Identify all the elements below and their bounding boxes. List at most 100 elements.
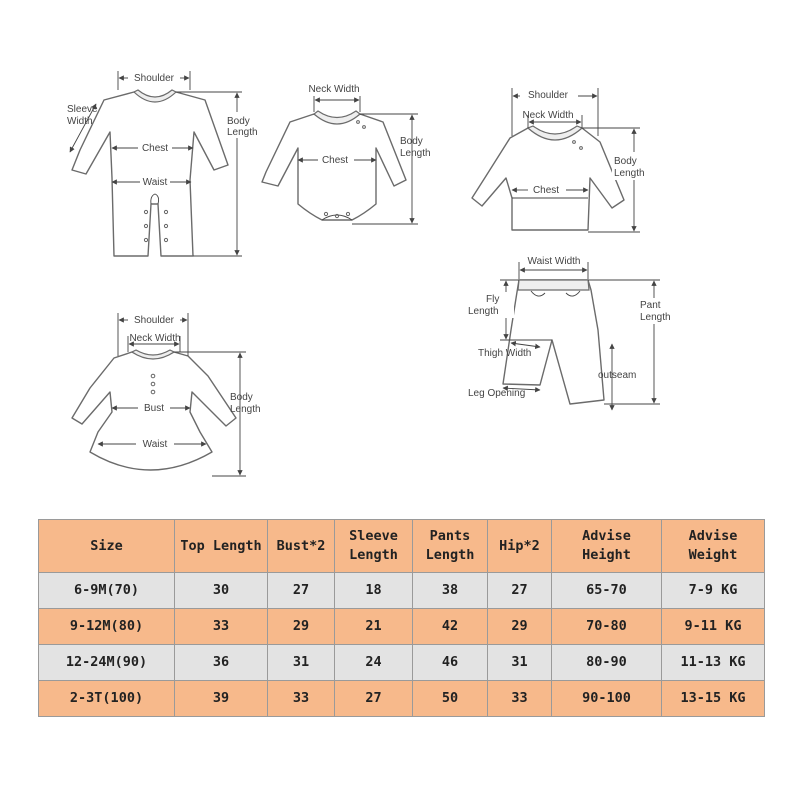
- sweatshirt-neck-width-label: Neck Width: [522, 110, 573, 121]
- dress-collar: [130, 349, 176, 360]
- sweatshirt-diagram: Shoulder Neck Width Chest Body Length: [471, 88, 646, 233]
- header-sleeve-length-line: Length: [349, 547, 398, 563]
- header-sleeve-length-line: Sleeve: [349, 528, 398, 544]
- dress-buttons: [150, 373, 156, 395]
- cell-hip: 27: [487, 572, 552, 609]
- header-pants-length-line: Length: [425, 547, 475, 563]
- pants-diagram: Waist Width Fly Length Pant Length Thigh…: [468, 256, 678, 411]
- pants-waistband: [517, 279, 590, 291]
- cell-bust: 29: [267, 608, 335, 645]
- pants-pant-length-label-2: Length: [640, 312, 671, 323]
- romper-sleeve-width-label-2: Width: [67, 116, 93, 127]
- pants-outseam-label: outseam: [598, 370, 636, 381]
- sweatshirt-chest-label: Chest: [533, 185, 559, 196]
- pants-leg-opening-label: Leg Opening: [468, 388, 525, 399]
- cell-sleeve-length: 21: [334, 608, 413, 645]
- cell-advise-weight: 9-11 KG: [661, 608, 765, 645]
- romper-chest-label: Chest: [142, 143, 168, 154]
- cell-advise-height: 80-90: [551, 644, 662, 681]
- cell-size: 9-12M(80): [38, 608, 175, 645]
- header-advise-weight-line: Advise: [688, 528, 738, 544]
- bodysuit-body: [261, 113, 407, 221]
- dress-diagram: Shoulder Neck Width Bust Waist Body Leng…: [71, 313, 261, 477]
- cell-bust: 27: [267, 572, 335, 609]
- dress-body-length-label-1: Body: [230, 392, 253, 403]
- bodysuit-neck-width-label: Neck Width: [308, 84, 359, 95]
- pants-waist-width-label: Waist Width: [528, 256, 581, 267]
- cell-sleeve-length: 18: [334, 572, 413, 609]
- dress-waist-label: Waist: [143, 439, 168, 450]
- romper-body-length-label-2: Length: [227, 127, 258, 138]
- romper-diagram: Shoulder Sleeve Width Chest Waist Body L…: [67, 71, 258, 257]
- cell-advise-height: 70-80: [551, 608, 662, 645]
- cell-advise-weight: 7-9 KG: [661, 572, 765, 609]
- dress-body-length-label-2: Length: [230, 404, 261, 415]
- cell-top-length: 36: [174, 644, 268, 681]
- pants-thigh-width-label: Thigh Width: [478, 348, 531, 359]
- header-size-line: Size: [90, 537, 123, 554]
- cell-top-length: 33: [174, 608, 268, 645]
- romper-body: [71, 91, 229, 257]
- romper-sleeve-width-label-1: Sleeve: [67, 104, 98, 115]
- romper-waist-label: Waist: [143, 177, 168, 188]
- sweatshirt-body-length-label-1: Body: [614, 156, 637, 167]
- dress-neck-width-label: Neck Width: [129, 333, 180, 344]
- bodysuit-collar: [313, 110, 361, 125]
- cell-hip: 33: [487, 680, 552, 717]
- pants-fly-length-label-1: Fly: [486, 294, 499, 305]
- header-top-length-line: Top Length: [180, 537, 262, 554]
- cell-advise-weight: 13-15 KG: [661, 680, 765, 717]
- cell-advise-weight: 11-13 KG: [661, 644, 765, 681]
- bodysuit-snaps: [323, 211, 351, 219]
- cell-pants-length: 42: [412, 608, 488, 645]
- sweatshirt-body: [471, 127, 625, 231]
- sweatshirt-body-length-label-2: Length: [614, 168, 645, 179]
- pants-pant-length-label-1: Pant: [640, 300, 661, 311]
- cell-pants-length: 46: [412, 644, 488, 681]
- bodysuit-body-length-label-1: Body: [400, 136, 423, 147]
- cell-hip: 31: [487, 644, 552, 681]
- header-advise-weight-line: Weight: [688, 547, 738, 563]
- cell-top-length: 30: [174, 572, 268, 609]
- dress-shoulder-label: Shoulder: [134, 315, 175, 326]
- bodysuit-chest-label: Chest: [322, 155, 348, 166]
- cell-advise-height: 65-70: [551, 572, 662, 609]
- cell-bust: 33: [267, 680, 335, 717]
- cell-pants-length: 50: [412, 680, 488, 717]
- cell-size: 2-3T(100): [38, 680, 175, 717]
- sweatshirt-shoulder-label: Shoulder: [528, 90, 569, 101]
- cell-bust: 31: [267, 644, 335, 681]
- romper-collar: [132, 89, 178, 103]
- header-hip: Hip*2: [487, 519, 552, 573]
- cell-advise-height: 90-100: [551, 680, 662, 717]
- romper-shoulder-label: Shoulder: [134, 73, 175, 84]
- sweatshirt-collar: [526, 125, 584, 141]
- header-advise-height-line: Height: [582, 547, 631, 563]
- header-advise-height-line: Advise: [582, 528, 631, 544]
- bodysuit-body-length-label-2: Length: [400, 148, 431, 159]
- cell-sleeve-length: 27: [334, 680, 413, 717]
- cell-sleeve-length: 24: [334, 644, 413, 681]
- romper-body-length-label-1: Body: [227, 116, 250, 127]
- header-pants-length-line: Pants: [429, 528, 471, 544]
- cell-pants-length: 38: [412, 572, 488, 609]
- header-top-length: Top Length: [174, 519, 268, 573]
- cell-size: 12-24M(90): [38, 644, 175, 681]
- dress-bust-label: Bust: [144, 403, 164, 414]
- header-size: Size: [38, 519, 175, 573]
- cell-hip: 29: [487, 608, 552, 645]
- pants-body: [502, 279, 605, 405]
- cell-size: 6-9M(70): [38, 572, 175, 609]
- pants-fly-length-label-2: Length: [468, 306, 499, 317]
- header-bust: Bust*2: [267, 519, 335, 573]
- cell-top-length: 39: [174, 680, 268, 717]
